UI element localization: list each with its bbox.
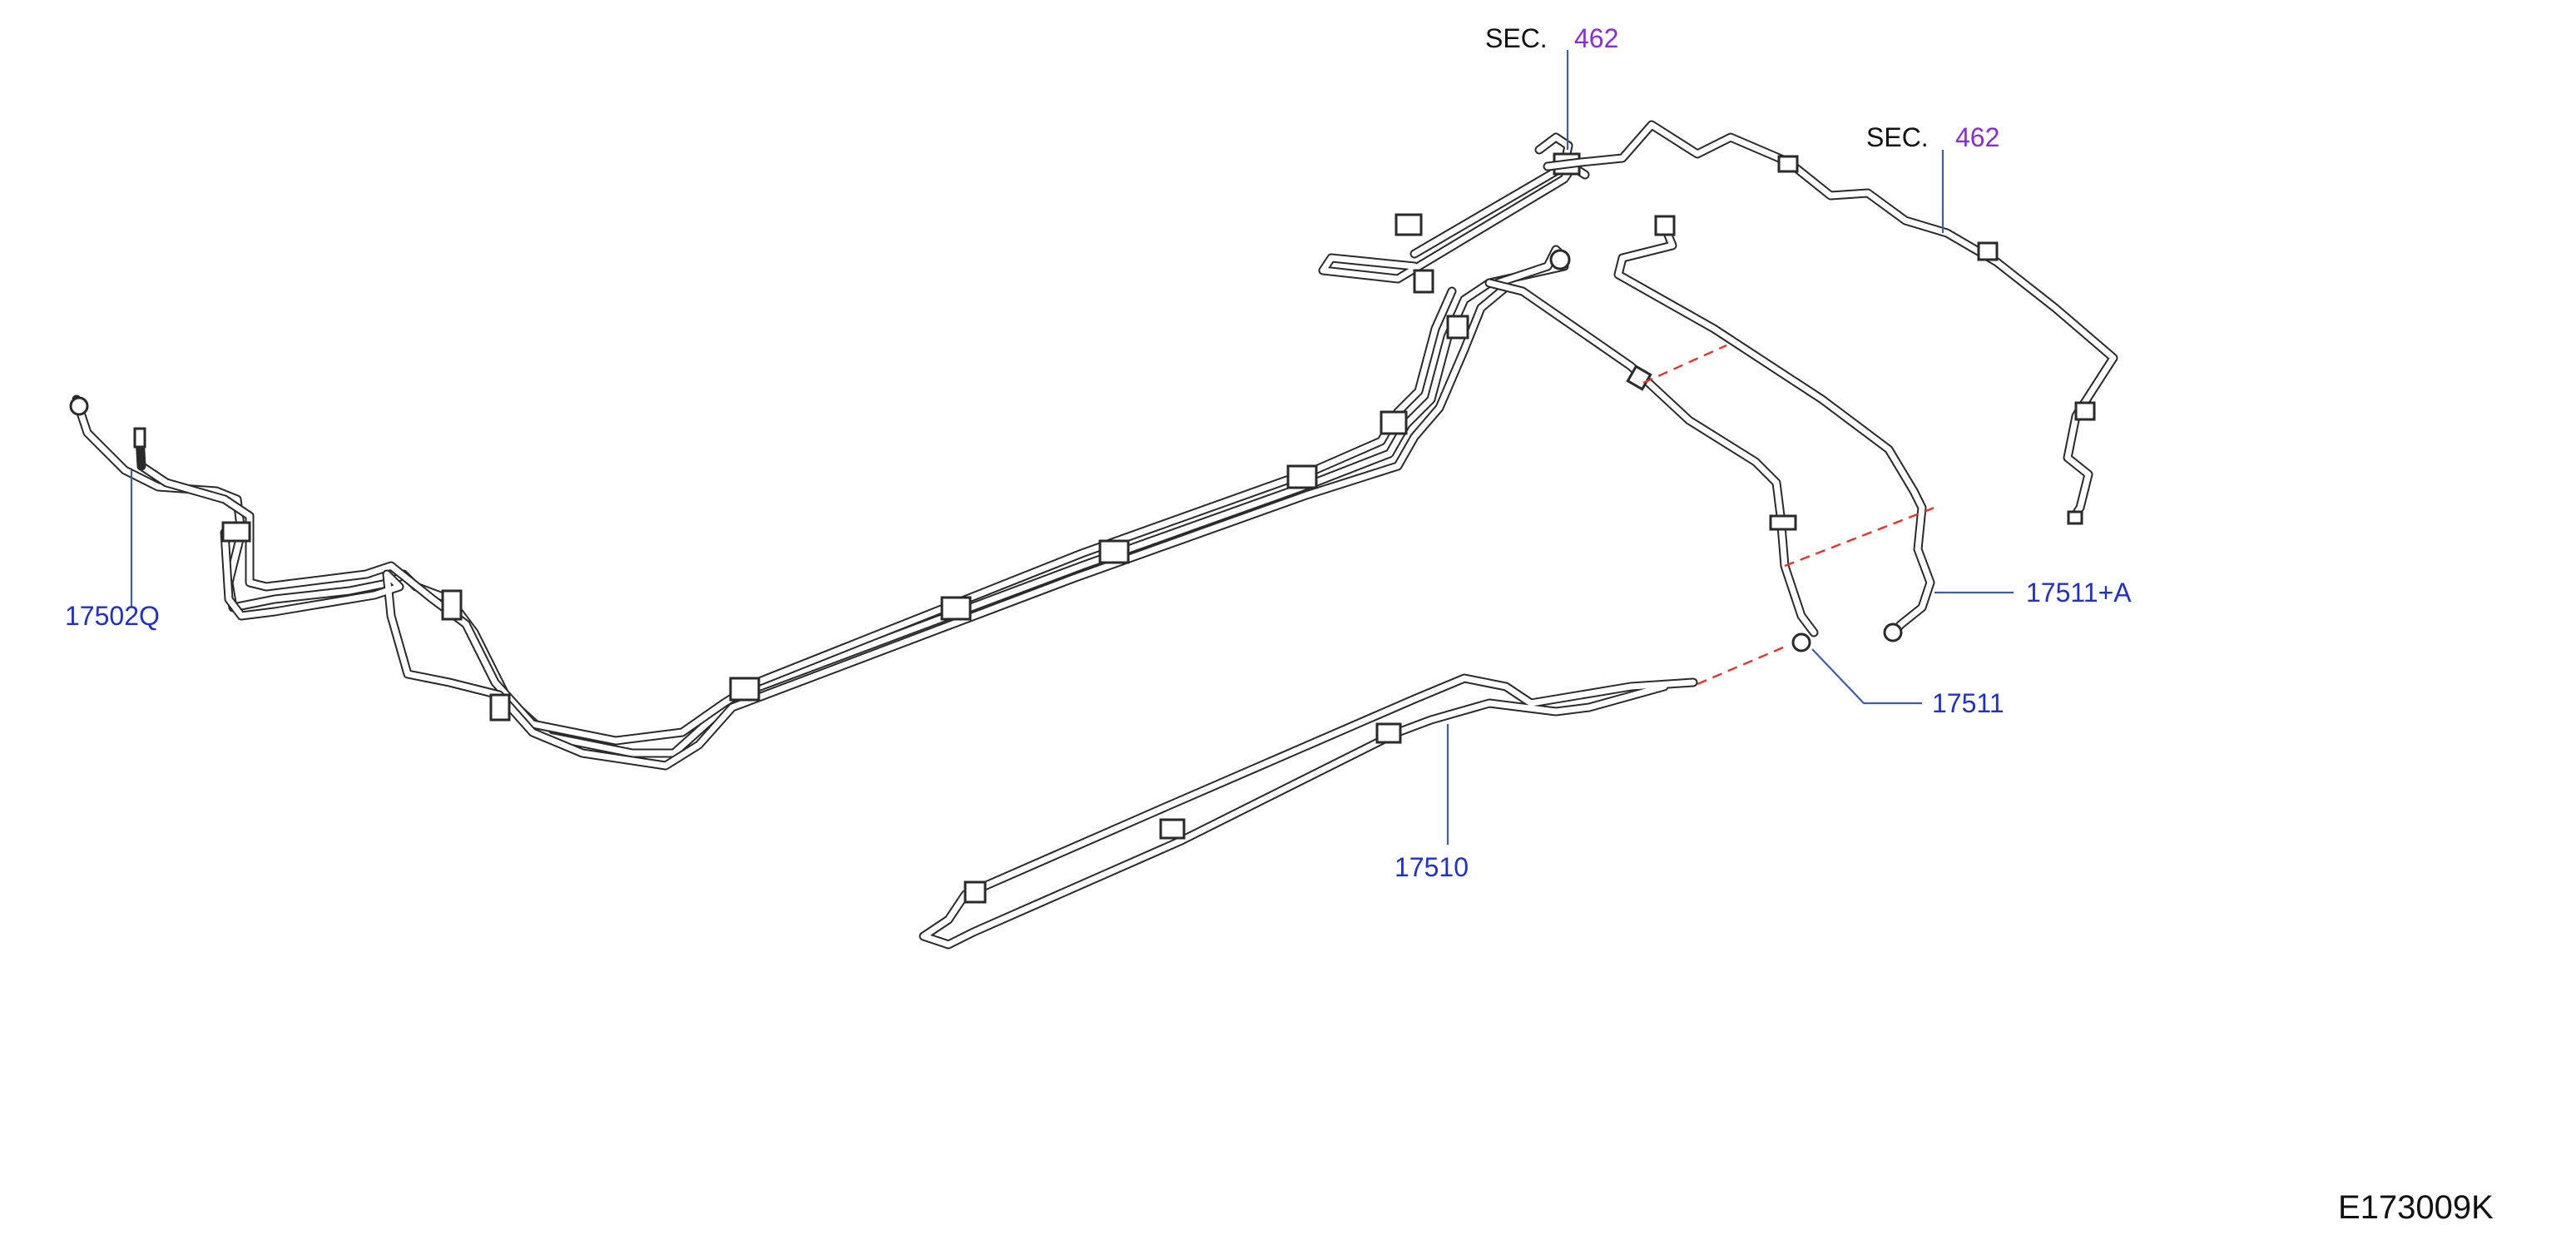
- label-sec-right-ref: 462: [1955, 122, 1999, 152]
- label-17502q: 17502Q: [65, 601, 160, 631]
- dashed-connectors: [1642, 344, 1935, 686]
- label-sec-right: SEC.: [1866, 122, 1929, 152]
- label-sec-top-ref: 462: [1574, 23, 1618, 53]
- label-17511a: 17511+A: [2026, 578, 2132, 608]
- label-sec-top: SEC.: [1485, 23, 1548, 53]
- label-17510: 17510: [1395, 852, 1469, 882]
- leader-lines: [130, 50, 2014, 845]
- diagram-code: E173009K: [2338, 1189, 2494, 1226]
- pipe-17511a: [1613, 215, 1935, 642]
- pipe-17510: [919, 673, 1698, 950]
- label-17511: 17511: [1932, 688, 2004, 718]
- bundle-clips: [221, 152, 1581, 722]
- upper-return-pipe: [1543, 120, 2118, 525]
- main-pipe-bundle: [69, 132, 1590, 771]
- pipe-17511: [1484, 278, 1819, 652]
